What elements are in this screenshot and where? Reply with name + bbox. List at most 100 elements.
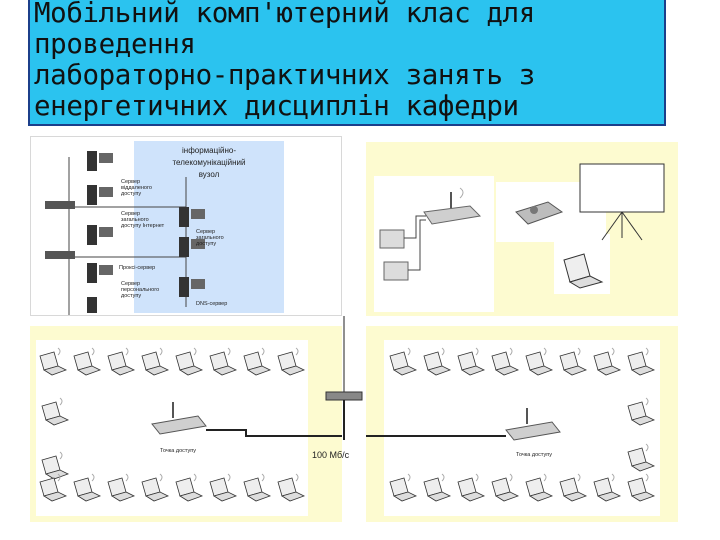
label-remote-access-3: доступу xyxy=(121,191,141,197)
wifi-signal-icon xyxy=(441,347,445,356)
link-speed-label: 100 Мб/с xyxy=(312,450,350,460)
wifi-signal-icon xyxy=(459,187,464,199)
label-remote-access-2: віддаленого xyxy=(121,185,152,191)
wireless-classroom-left-diagram: Точка доступу xyxy=(36,340,342,516)
wifi-signal-icon xyxy=(227,347,231,356)
laptop-icon xyxy=(389,473,418,502)
switch-icon xyxy=(45,251,75,259)
label-remote-access-1: Сервер xyxy=(121,179,140,185)
wifi-signal-icon xyxy=(543,473,547,482)
projector-icon xyxy=(515,201,564,225)
wifi-signal-icon xyxy=(125,473,129,482)
wifi-signal-icon xyxy=(475,473,479,482)
laptop-icon xyxy=(627,347,656,376)
server-icon xyxy=(87,263,113,283)
server-icon xyxy=(87,185,113,205)
laptop-icon xyxy=(593,347,622,376)
laptop-icon xyxy=(175,347,204,376)
laptop-icon xyxy=(389,347,418,376)
laptop-icon xyxy=(41,451,70,480)
laptop-icon xyxy=(277,473,306,502)
wifi-signal-icon xyxy=(59,397,63,406)
wifi-signal-icon xyxy=(159,347,163,356)
laptop-icon xyxy=(627,473,656,502)
wifi-signal-icon xyxy=(159,473,163,482)
title-banner xyxy=(28,0,666,126)
wifi-signal-icon xyxy=(193,473,197,482)
link-line xyxy=(404,215,426,239)
laptop-icon xyxy=(175,473,204,502)
laptop-icon xyxy=(41,397,70,426)
laptop-icon xyxy=(107,347,136,376)
router-icon xyxy=(151,402,207,435)
access-point-label-right: Точка доступу xyxy=(516,452,552,458)
laptop-icon xyxy=(593,473,622,502)
link-line xyxy=(206,429,342,437)
laptop-icon xyxy=(457,347,486,376)
server-icon xyxy=(179,237,205,257)
wifi-signal-icon xyxy=(295,347,299,356)
wifi-signal-icon xyxy=(261,473,265,482)
label-personal-access-2: персонального xyxy=(121,287,159,293)
laptop-icon xyxy=(39,473,68,502)
wifi-signal-icon xyxy=(645,347,649,356)
laptop-icon xyxy=(277,347,306,376)
laptop-icon xyxy=(525,347,554,376)
wireless-classroom-right-panel: Точка доступу xyxy=(366,326,678,522)
laptop-icon xyxy=(627,397,656,426)
label-access-3: доступу xyxy=(196,241,216,247)
wifi-signal-icon xyxy=(611,347,615,356)
router-icon xyxy=(505,408,561,441)
link-line xyxy=(408,219,426,271)
label-shared-internet-2: загального xyxy=(121,217,149,223)
printer-icon xyxy=(383,261,409,281)
laptop-icon xyxy=(559,473,588,502)
wireless-classroom-right-diagram: Точка доступу xyxy=(366,340,660,516)
slide-title: Мобільний комп'ютерний клас для проведен… xyxy=(34,0,535,122)
wifi-signal-icon xyxy=(227,473,231,482)
heading-line-2: телекомунікаційний xyxy=(172,158,245,167)
switch-icon xyxy=(45,201,75,209)
wifi-signal-icon xyxy=(407,347,411,356)
wifi-signal-icon xyxy=(193,347,197,356)
server-icon xyxy=(87,151,113,171)
label-personal-access-3: доступу xyxy=(121,293,141,299)
laptop-icon xyxy=(141,347,170,376)
laptop-icon xyxy=(209,347,238,376)
laptop-icon xyxy=(559,347,588,376)
label-shared-internet-1: Сервер xyxy=(121,211,140,217)
wifi-signal-icon xyxy=(577,347,581,356)
switch-icon xyxy=(325,391,363,401)
wifi-signal-icon xyxy=(295,473,299,482)
wifi-signal-icon xyxy=(91,473,95,482)
label-access-2: загального xyxy=(196,235,224,241)
wifi-signal-icon xyxy=(645,397,649,406)
laptop-icon xyxy=(563,253,604,289)
presentation-equipment-panel xyxy=(366,142,678,316)
laptop-icon xyxy=(243,347,272,376)
laptop-icon xyxy=(423,347,452,376)
server-icon xyxy=(179,277,205,297)
wifi-signal-icon xyxy=(611,473,615,482)
wifi-signal-icon xyxy=(59,451,63,460)
laptop-icon xyxy=(457,473,486,502)
label-personal-access-1: Сервер xyxy=(121,281,140,287)
laptop-icon xyxy=(107,473,136,502)
server-icon xyxy=(87,225,113,245)
wireless-classroom-left-panel: Точка доступу xyxy=(30,326,342,522)
wifi-signal-icon xyxy=(441,473,445,482)
laptop-group xyxy=(39,347,306,502)
router-icon xyxy=(423,192,482,225)
laptop-icon xyxy=(423,473,452,502)
label-dns-server: DNS-сервер xyxy=(196,301,227,307)
projection-screen-icon xyxy=(579,163,665,241)
wifi-signal-icon xyxy=(125,347,129,356)
server-icon xyxy=(87,297,97,313)
wifi-signal-icon xyxy=(577,473,581,482)
heading-background xyxy=(134,141,284,185)
laptop-icon xyxy=(209,473,238,502)
heading-line-1: інформаційно- xyxy=(182,146,236,155)
laptop-icon xyxy=(73,347,102,376)
network-topology-panel: інформаційно- телекомунікаційний вузол С… xyxy=(30,136,342,316)
printer-icon xyxy=(379,229,405,249)
